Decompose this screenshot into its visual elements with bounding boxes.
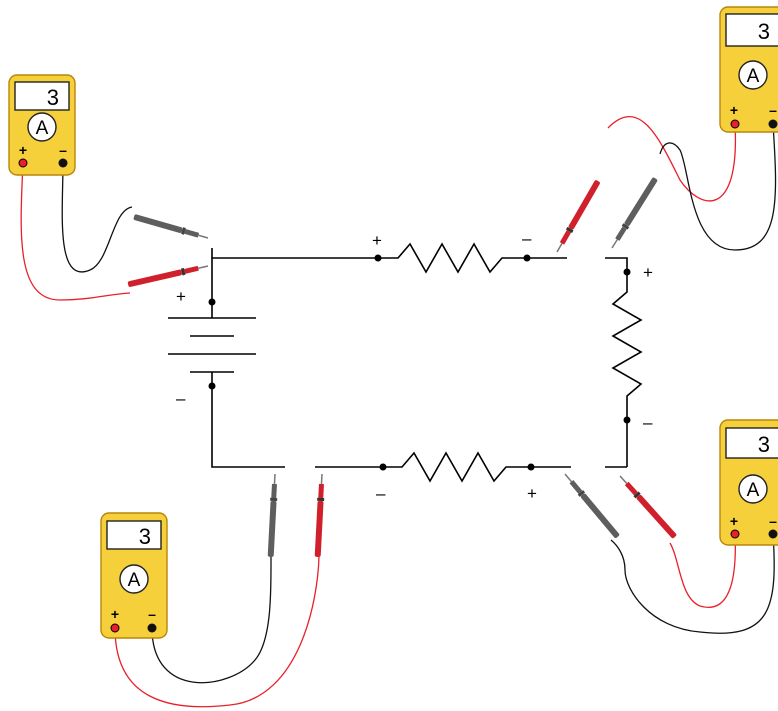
ammeter-neg-label: –: [59, 142, 67, 158]
resistor-top-left-node: [374, 254, 382, 262]
ammeter-reading: 3: [758, 432, 770, 457]
battery-neg-node: [208, 382, 216, 390]
probe-red-meter-1[interactable]: [127, 263, 209, 288]
ammeter-symbol: A: [128, 570, 141, 591]
resistor-bottom: – +: [376, 451, 537, 503]
lead-red-meter-4: [669, 532, 736, 608]
resistor-right-bottom-label: –: [643, 413, 653, 432]
battery-pos-node: [208, 298, 216, 306]
ammeter-dial: [119, 564, 149, 594]
battery-pos-label: +: [176, 287, 186, 306]
resistor-top-right-label: –: [522, 229, 532, 248]
probe-red-meter-2[interactable]: [554, 179, 601, 254]
ammeter-reading: 3: [139, 524, 151, 549]
ammeter-neg-terminal[interactable]: [768, 529, 778, 539]
lead-black-meter-3: [151, 555, 272, 684]
probe-black-meter-2[interactable]: [609, 177, 658, 250]
ammeter-4: 3 A + –: [719, 419, 778, 546]
lead-red-meter-2: [607, 115, 737, 202]
resistor-bottom-left-label: –: [376, 484, 386, 503]
ammeter-pos-terminal[interactable]: [730, 119, 740, 129]
ammeter-dial: [27, 112, 57, 142]
ammeter-pos-terminal[interactable]: [110, 623, 120, 633]
circuit-wires: [211, 248, 628, 468]
ammeter-dial: [738, 474, 768, 504]
probe-black-meter-3[interactable]: [267, 473, 278, 557]
ammeter-display: [14, 81, 70, 111]
ammeter-neg-label: –: [769, 102, 777, 118]
resistor-bottom-right-label: +: [527, 484, 537, 503]
lead-red-meter-1: [20, 162, 131, 301]
resistor-bottom-left-node: [379, 463, 387, 471]
ammeter-symbol: A: [747, 66, 760, 87]
ammeter-reading: 3: [47, 85, 59, 110]
probe-black-meter-1[interactable]: [133, 213, 209, 241]
ammeter-neg-label: –: [148, 606, 156, 622]
probes: [127, 177, 677, 557]
probe-red-meter-3[interactable]: [314, 473, 325, 557]
ammeter-pos-label: +: [19, 142, 27, 158]
ammeter-pos-label: +: [111, 606, 119, 622]
ammeter-display: [106, 520, 162, 550]
ammeter-pos-terminal[interactable]: [730, 529, 740, 539]
ammeter-neg-terminal[interactable]: [58, 158, 68, 168]
ammeter-dial: [738, 60, 768, 90]
wire-battery-pos: [211, 257, 378, 302]
resistor-bottom-right-node: [527, 463, 535, 471]
ammeter-2: 3 A + –: [719, 6, 778, 133]
wire-right-top: [605, 257, 628, 272]
resistor-top-left-label: +: [372, 231, 382, 250]
resistor-right-bottom-node: [623, 416, 631, 424]
ammeter-pos-terminal[interactable]: [18, 158, 28, 168]
ammeter-display: [725, 427, 778, 459]
test-leads: [20, 115, 777, 708]
wire-battery-neg: [211, 386, 285, 468]
battery: [168, 302, 256, 386]
ammeter-pos-label: +: [730, 513, 738, 529]
lead-black-meter-1: [61, 162, 133, 273]
resistor-right-top-node: [623, 268, 631, 276]
ammeter-3: 3 A + –: [100, 512, 168, 639]
ammeter-reading: 3: [758, 19, 770, 44]
probe-black-meter-4[interactable]: [562, 472, 620, 539]
ammeter-neg-label: –: [769, 513, 777, 529]
probe-red-meter-4[interactable]: [617, 474, 677, 540]
resistor-right: + –: [611, 263, 653, 432]
lead-black-meter-4: [610, 532, 775, 634]
lead-black-meter-2: [659, 123, 777, 251]
resistor-top: + –: [372, 229, 532, 274]
resistor-right-top-label: +: [643, 263, 653, 282]
ammeter-1: 3 A + –: [8, 74, 76, 176]
ammeter-symbol: A: [36, 118, 49, 139]
ammeter-neg-terminal[interactable]: [147, 623, 157, 633]
lead-red-meter-3: [114, 555, 320, 708]
resistor-top-right-node: [523, 254, 531, 262]
ammeter-symbol: A: [747, 480, 760, 501]
ammeter-pos-label: +: [730, 102, 738, 118]
ammeter-neg-terminal[interactable]: [768, 119, 778, 129]
ammeter-display: [725, 13, 778, 47]
battery-neg-label: –: [176, 389, 186, 408]
